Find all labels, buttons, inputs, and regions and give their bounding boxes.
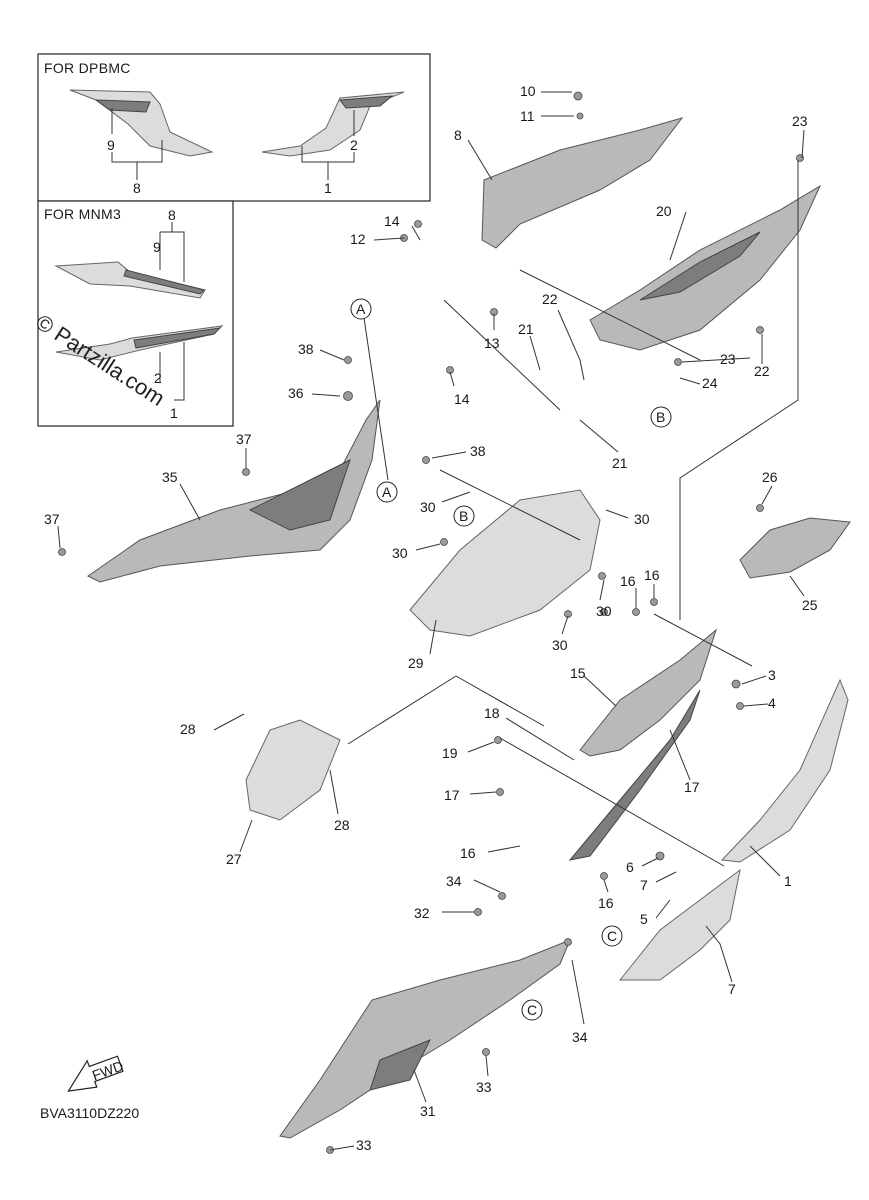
label-7: 7	[728, 981, 736, 997]
part-31-shape	[279, 939, 571, 1139]
label-7: 7	[640, 877, 648, 893]
part-labels: 10 11 8 12 14 13 14 38 36 38 37 35 37 30…	[44, 83, 818, 1153]
label-25: 25	[802, 597, 818, 613]
label-27: 27	[226, 851, 242, 867]
fasteners	[58, 91, 804, 1154]
callout-C-left: C	[521, 999, 543, 1021]
svg-text:C: C	[607, 928, 617, 944]
label-23: 23	[720, 351, 736, 367]
label-11: 11	[520, 108, 535, 124]
label-28: 28	[180, 721, 196, 737]
part-7-shape	[618, 868, 741, 981]
svg-text:A: A	[356, 301, 366, 317]
label-33: 33	[476, 1079, 492, 1095]
label-38: 38	[298, 341, 314, 357]
label-16: 16	[598, 895, 614, 911]
inset-mnm3-title: FOR MNM3	[44, 206, 121, 222]
fwd-label: FWD	[90, 1057, 125, 1083]
label-8: 8	[168, 207, 176, 223]
part-25-shape	[739, 517, 851, 579]
label-1: 1	[170, 405, 178, 421]
label-1: 1	[324, 180, 332, 196]
label-31: 31	[420, 1103, 436, 1119]
diagram-code: BVA3110DZ220	[40, 1105, 139, 1121]
label-21: 21	[612, 455, 628, 471]
label-9: 9	[153, 239, 161, 255]
label-14: 14	[454, 391, 470, 407]
label-16: 16	[644, 567, 660, 583]
label-35: 35	[162, 469, 178, 485]
label-18: 18	[484, 705, 500, 721]
label-37: 37	[236, 431, 252, 447]
label-16: 16	[460, 845, 476, 861]
label-22: 22	[754, 363, 770, 379]
svg-text:B: B	[656, 409, 665, 425]
label-24: 24	[702, 375, 718, 391]
label-36: 36	[288, 385, 304, 401]
leader-lines	[57, 91, 805, 1151]
part-1-shape	[720, 678, 849, 863]
callout-A-bottom: A	[376, 481, 398, 503]
label-15: 15	[570, 665, 586, 681]
label-13: 13	[484, 335, 500, 351]
label-16: 16	[620, 573, 636, 589]
label-38: 38	[470, 443, 486, 459]
label-3: 3	[768, 667, 776, 683]
inset-mnm3: FOR MNM3 8 9 2 1	[37, 200, 234, 427]
label-17: 17	[684, 779, 700, 795]
label-30: 30	[596, 603, 612, 619]
label-30: 30	[634, 511, 650, 527]
svg-text:C: C	[527, 1002, 537, 1018]
label-26: 26	[762, 469, 778, 485]
label-19: 19	[442, 745, 458, 761]
label-21: 21	[518, 321, 534, 337]
label-2: 2	[350, 137, 358, 153]
svg-text:A: A	[382, 484, 392, 500]
label-30: 30	[392, 545, 408, 561]
part-35-shape	[87, 399, 381, 583]
label-4: 4	[768, 695, 776, 711]
fwd-arrow-icon: FWD	[67, 1055, 125, 1092]
label-37: 37	[44, 511, 60, 527]
label-12: 12	[350, 231, 366, 247]
label-29: 29	[408, 655, 424, 671]
label-33: 33	[356, 1137, 372, 1153]
label-30: 30	[420, 499, 436, 515]
part-17-shape	[568, 689, 701, 861]
label-22: 22	[542, 291, 558, 307]
part-27-shape	[245, 719, 341, 821]
label-6: 6	[626, 859, 634, 875]
inset-dpbmc-title: FOR DPBMC	[44, 60, 131, 76]
label-34: 34	[446, 873, 462, 889]
label-32: 32	[414, 905, 430, 921]
label-28: 28	[334, 817, 350, 833]
label-14: 14	[384, 213, 400, 229]
part-8-shape	[481, 117, 684, 249]
label-20: 20	[656, 203, 672, 219]
label-17: 17	[444, 787, 460, 803]
svg-text:B: B	[459, 508, 468, 524]
inset-dpbmc: FOR DPBMC 9 2 8 1	[37, 53, 431, 202]
callout-A-top: A	[350, 298, 372, 320]
callout-B-bottom: B	[453, 505, 475, 527]
label-10: 10	[520, 83, 536, 99]
label-8: 8	[133, 180, 141, 196]
label-34: 34	[572, 1029, 588, 1045]
label-2: 2	[154, 370, 162, 386]
callout-C-right: C	[601, 925, 623, 947]
part-15-shape	[579, 628, 717, 757]
label-1: 1	[784, 873, 792, 889]
callout-B-top: B	[650, 406, 672, 428]
label-5: 5	[640, 911, 648, 927]
label-23: 23	[792, 113, 808, 129]
label-8: 8	[454, 127, 462, 143]
label-9: 9	[107, 137, 115, 153]
label-30: 30	[552, 637, 568, 653]
